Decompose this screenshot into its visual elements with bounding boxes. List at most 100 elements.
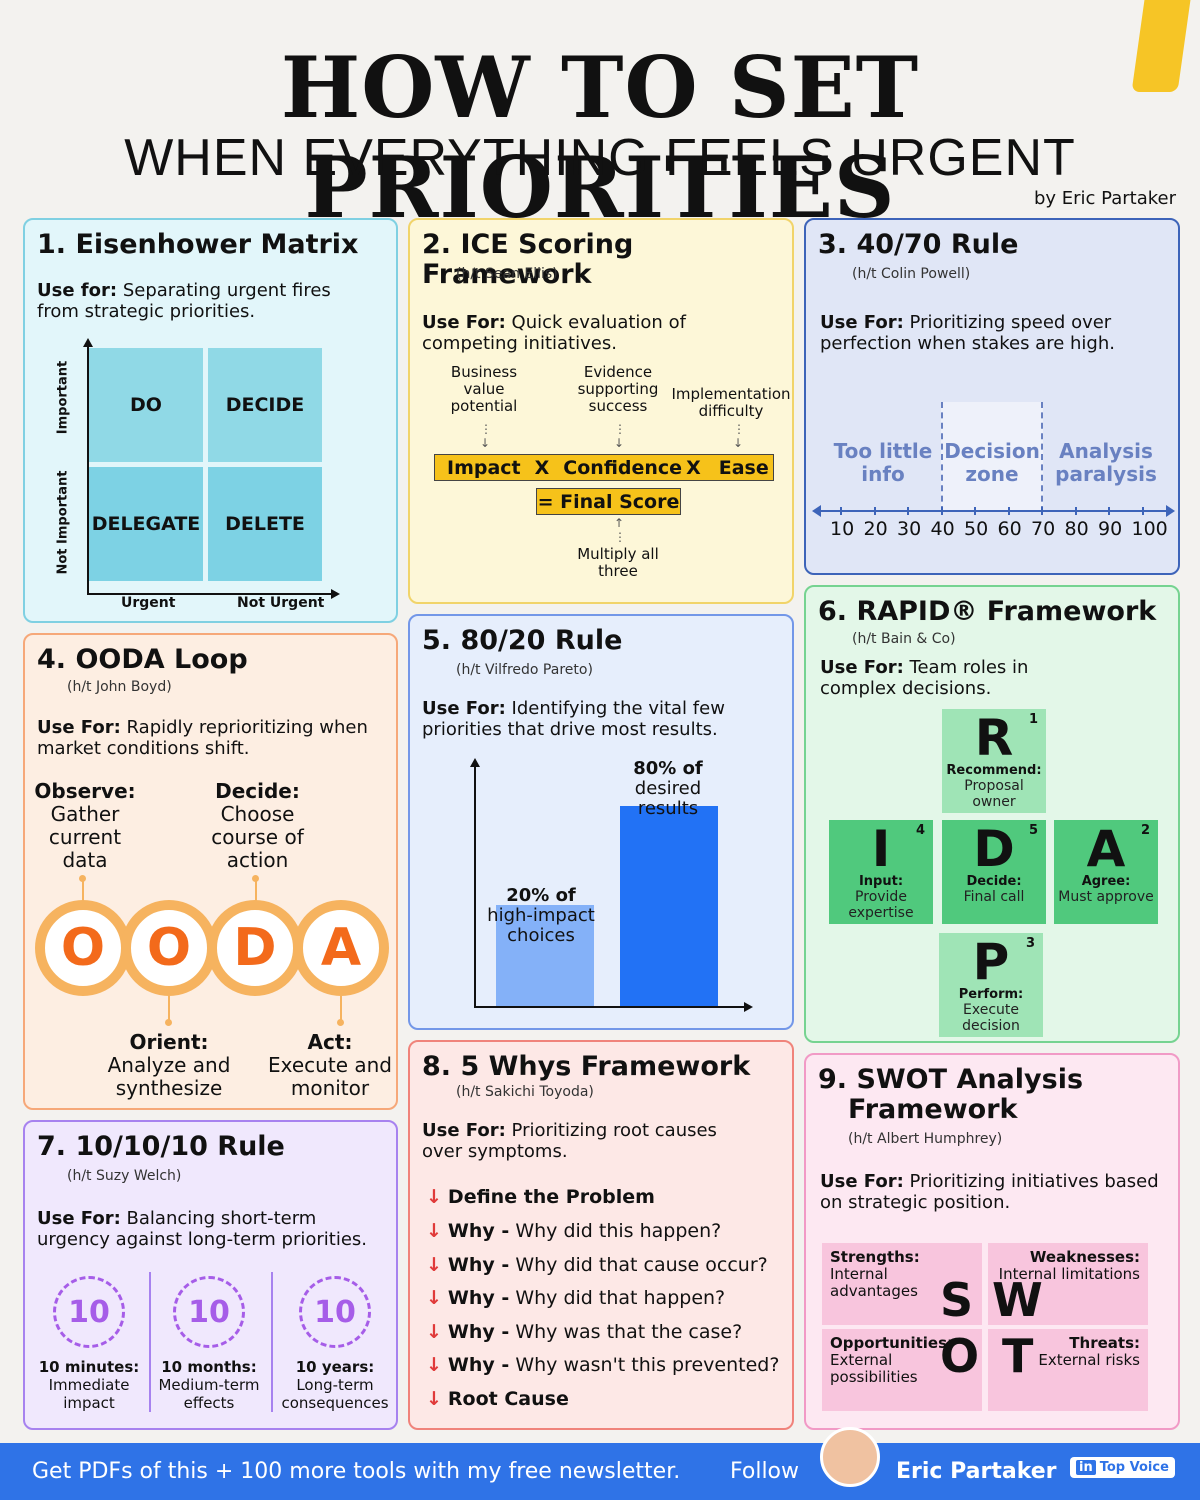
tick-mark — [840, 507, 842, 515]
swot-strengths: Strengths:Internal advantages — [822, 1243, 982, 1325]
bar-small — [496, 904, 594, 1006]
tick-mark — [974, 507, 976, 515]
matrix-cell-delete: DELETE — [208, 467, 322, 581]
connector — [82, 878, 84, 906]
use-for: Use For: Team roles in complex decisions… — [820, 657, 1029, 699]
y-label-important: Important — [55, 360, 71, 435]
card-title: 7. 10/10/10 Rule — [37, 1131, 285, 1162]
dashed-arrow-icon: ⋮↓ — [733, 422, 745, 450]
clock-icon: 10 — [299, 1276, 371, 1348]
why-step-3: ↓Why - Why did that happen? — [426, 1287, 726, 1309]
x-label-not-urgent: Not Urgent — [237, 595, 325, 611]
y-label-not-important: Not Important — [55, 470, 71, 575]
connector-dot — [79, 875, 86, 882]
card-title: 2. ICE Scoring Framework — [422, 229, 634, 290]
tick-mark — [907, 507, 909, 515]
swot-threats: Threats:External risks — [988, 1329, 1148, 1411]
use-for: Use For: Prioritizing speed over perfect… — [820, 312, 1115, 354]
horizon-months: 10 months:Medium-term effects — [158, 1358, 260, 1412]
use-for: Use For: Rapidly reprioritizing when mar… — [37, 717, 368, 759]
ooda-observe: Observe:Gather current data — [34, 779, 136, 872]
x-axis — [87, 593, 333, 595]
ooda-circle-decide: D — [207, 900, 303, 996]
ice-label-confidence: Evidence supporting success — [577, 363, 659, 415]
zone-too-little: Too little info — [833, 439, 933, 486]
swot-letter-t: T — [1002, 1329, 1034, 1383]
dashed-arrow-up-icon: ↑⋮ — [614, 516, 626, 544]
y-axis — [87, 345, 89, 595]
ice-final-score: = Final Score — [536, 488, 681, 515]
connector-dot — [252, 875, 259, 882]
rapid-recommend: 1 R Recommend: Proposal owner — [942, 709, 1046, 813]
use-for: Use For: Prioritizing initiatives based … — [820, 1171, 1159, 1213]
linkedin-icon: in — [1076, 1460, 1096, 1475]
tick-mark — [1007, 507, 1010, 515]
ice-formula: Impact X Confidence X Ease — [434, 454, 774, 481]
use-for: Use For: Identifying the vital few prior… — [422, 698, 725, 740]
tick-label: 30 — [897, 518, 922, 540]
swot-letter-s: S — [940, 1273, 974, 1327]
rule-101010-card: 7. 10/10/10 Rule (h/t Suzy Welch) Use Fo… — [23, 1120, 398, 1430]
hat-tip: (h/t Suzy Welch) — [67, 1168, 182, 1184]
rapid-card: 6. RAPID® Framework (h/t Bain & Co) Use … — [804, 585, 1180, 1043]
divider — [149, 1272, 151, 1412]
clock-icon: 10 — [173, 1276, 245, 1348]
why-step-2: ↓Why - Why did that cause occur? — [426, 1254, 768, 1276]
bar-large — [620, 806, 718, 1006]
tick-mark — [1041, 507, 1043, 515]
hat-tip: (h/t John Boyd) — [67, 679, 172, 695]
decision-zone-box — [941, 402, 1043, 512]
ice-note: Multiply all three — [577, 545, 659, 580]
eisenhower-card: 1. Eisenhower Matrix Use for: Separating… — [23, 218, 398, 623]
whys-card: 8. 5 Whys Framework (h/t Sakichi Toyoda)… — [408, 1040, 794, 1430]
x-label-urgent: Urgent — [121, 595, 176, 611]
ooda-circle-act: A — [293, 900, 389, 996]
card-title: 1. Eisenhower Matrix — [37, 229, 359, 260]
arrow-right-icon — [744, 1002, 753, 1012]
rapid-input: 4 I Input: Provide expertise — [829, 820, 933, 924]
arrow-up-icon — [470, 758, 480, 767]
ooda-act: Act:Execute and monitor — [268, 1030, 392, 1100]
hat-tip: (h/t Vilfredo Pareto) — [456, 662, 593, 678]
tick-label: 50 — [964, 518, 989, 540]
tick-label: 10 — [830, 518, 855, 540]
connector-dot — [165, 1019, 172, 1026]
card-title: 5. 80/20 Rule — [422, 625, 623, 656]
dashed-arrow-icon: ⋮↓ — [480, 422, 492, 450]
tick-mark — [940, 507, 943, 515]
clock-icon: 10 — [53, 1276, 125, 1348]
ooda-circle-observe: O — [35, 900, 131, 996]
tick-mark — [1074, 507, 1077, 515]
why-step-4: ↓Why - Why was that the case? — [426, 1321, 743, 1343]
chart-y-axis — [474, 764, 476, 1008]
tick-mark — [1141, 507, 1144, 515]
ooda-decide: Decide:Choose course of action — [211, 779, 304, 872]
author-name[interactable]: Eric Partaker — [896, 1459, 1057, 1484]
footer-cta[interactable]: Get PDFs of this + 100 more tools with m… — [32, 1459, 681, 1484]
hat-tip: (h/t Colin Powell) — [852, 266, 971, 282]
rapid-perform: 3 P Perform: Execute decision — [939, 933, 1043, 1037]
use-for: Use For: Balancing short-term urgency ag… — [37, 1208, 368, 1250]
hat-tip: (h/t Bain & Co) — [852, 631, 956, 647]
tick-label: 40 — [930, 518, 955, 540]
divider — [271, 1272, 273, 1412]
swot-weaknesses: Weaknesses:Internal limitations — [988, 1243, 1148, 1325]
use-for: Use for: Separating urgent fires from st… — [37, 280, 331, 322]
card-title: 3. 40/70 Rule — [818, 229, 1019, 260]
matrix-cell-delegate: DELEGATE — [89, 467, 203, 581]
why-step-1: ↓Why - Why did this happen? — [426, 1220, 722, 1242]
hat-tip: (h/t Sakichi Toyoda) — [456, 1084, 594, 1100]
rapid-agree: 2 A Agree: Must approve — [1054, 820, 1158, 924]
horizon-minutes: 10 minutes:Immediate impact — [38, 1358, 140, 1412]
ice-label-ease: Implementation difficulty — [671, 385, 791, 420]
footer: Get PDFs of this + 100 more tools with m… — [0, 1427, 1200, 1500]
hat-tip: (h/t Sean Ellis) — [456, 266, 558, 282]
follow-label[interactable]: Follow — [730, 1459, 800, 1484]
swot-letter-o: O — [940, 1329, 980, 1383]
rule-4070-card: 3. 40/70 Rule (h/t Colin Powell) Use For… — [804, 218, 1180, 575]
tick-label: 20 — [863, 518, 888, 540]
card-title: 4. OODA Loop — [37, 644, 248, 675]
